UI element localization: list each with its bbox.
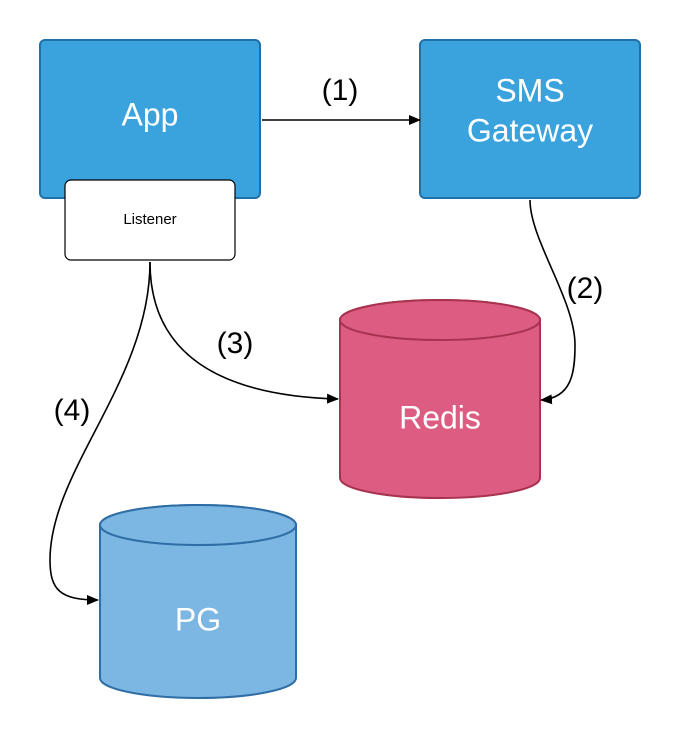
- edge-4: (4): [49, 261, 151, 605]
- edge-3-label: (3): [217, 327, 254, 360]
- edge-2: (2): [529, 199, 604, 405]
- pg-cylinder-top: [99, 504, 297, 546]
- sms-gateway-label-line1: SMS: [495, 72, 564, 108]
- edge-1: (1): [262, 74, 421, 125]
- listener-box: [64, 179, 236, 261]
- app-node: App: [39, 39, 261, 199]
- pg-node: PG: [99, 504, 297, 699]
- edge-2-arrow: [529, 199, 576, 405]
- listener-label: Listener: [123, 211, 176, 228]
- redis-cylinder-top: [339, 299, 541, 341]
- edge-4-label: (4): [54, 394, 91, 427]
- edge-1-label: (1): [322, 74, 359, 107]
- edge-3-arrow: [149, 261, 339, 404]
- sms-gateway-label-line2: Gateway: [467, 112, 593, 148]
- edge-2-label: (2): [567, 272, 604, 305]
- edge-3: (3): [149, 261, 339, 404]
- listener-node: Listener: [64, 179, 236, 261]
- redis-node: Redis: [339, 299, 541, 499]
- app-label: App: [122, 96, 179, 132]
- redis-label: Redis: [399, 399, 481, 435]
- pg-label: PG: [175, 601, 221, 637]
- edge-4-arrow: [49, 261, 151, 605]
- sms-gateway-node: SMS Gateway: [419, 39, 641, 199]
